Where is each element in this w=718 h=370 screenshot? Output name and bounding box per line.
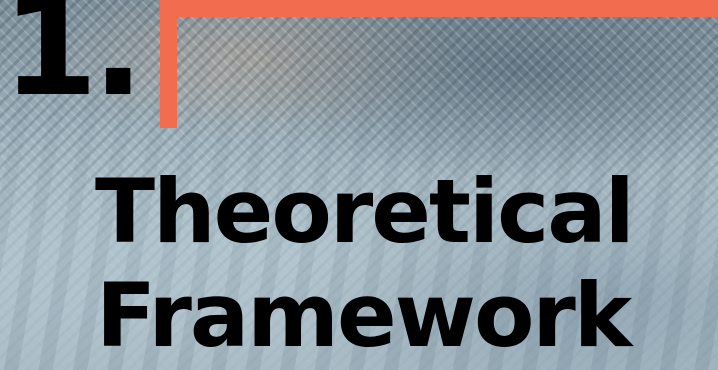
accent-bracket-top [160, 0, 718, 17]
title-line-1: Theoretical [95, 160, 635, 263]
section-number: 1. [2, 0, 144, 127]
title-line-2: Framework [96, 264, 632, 367]
accent-bracket-side [160, 0, 177, 128]
